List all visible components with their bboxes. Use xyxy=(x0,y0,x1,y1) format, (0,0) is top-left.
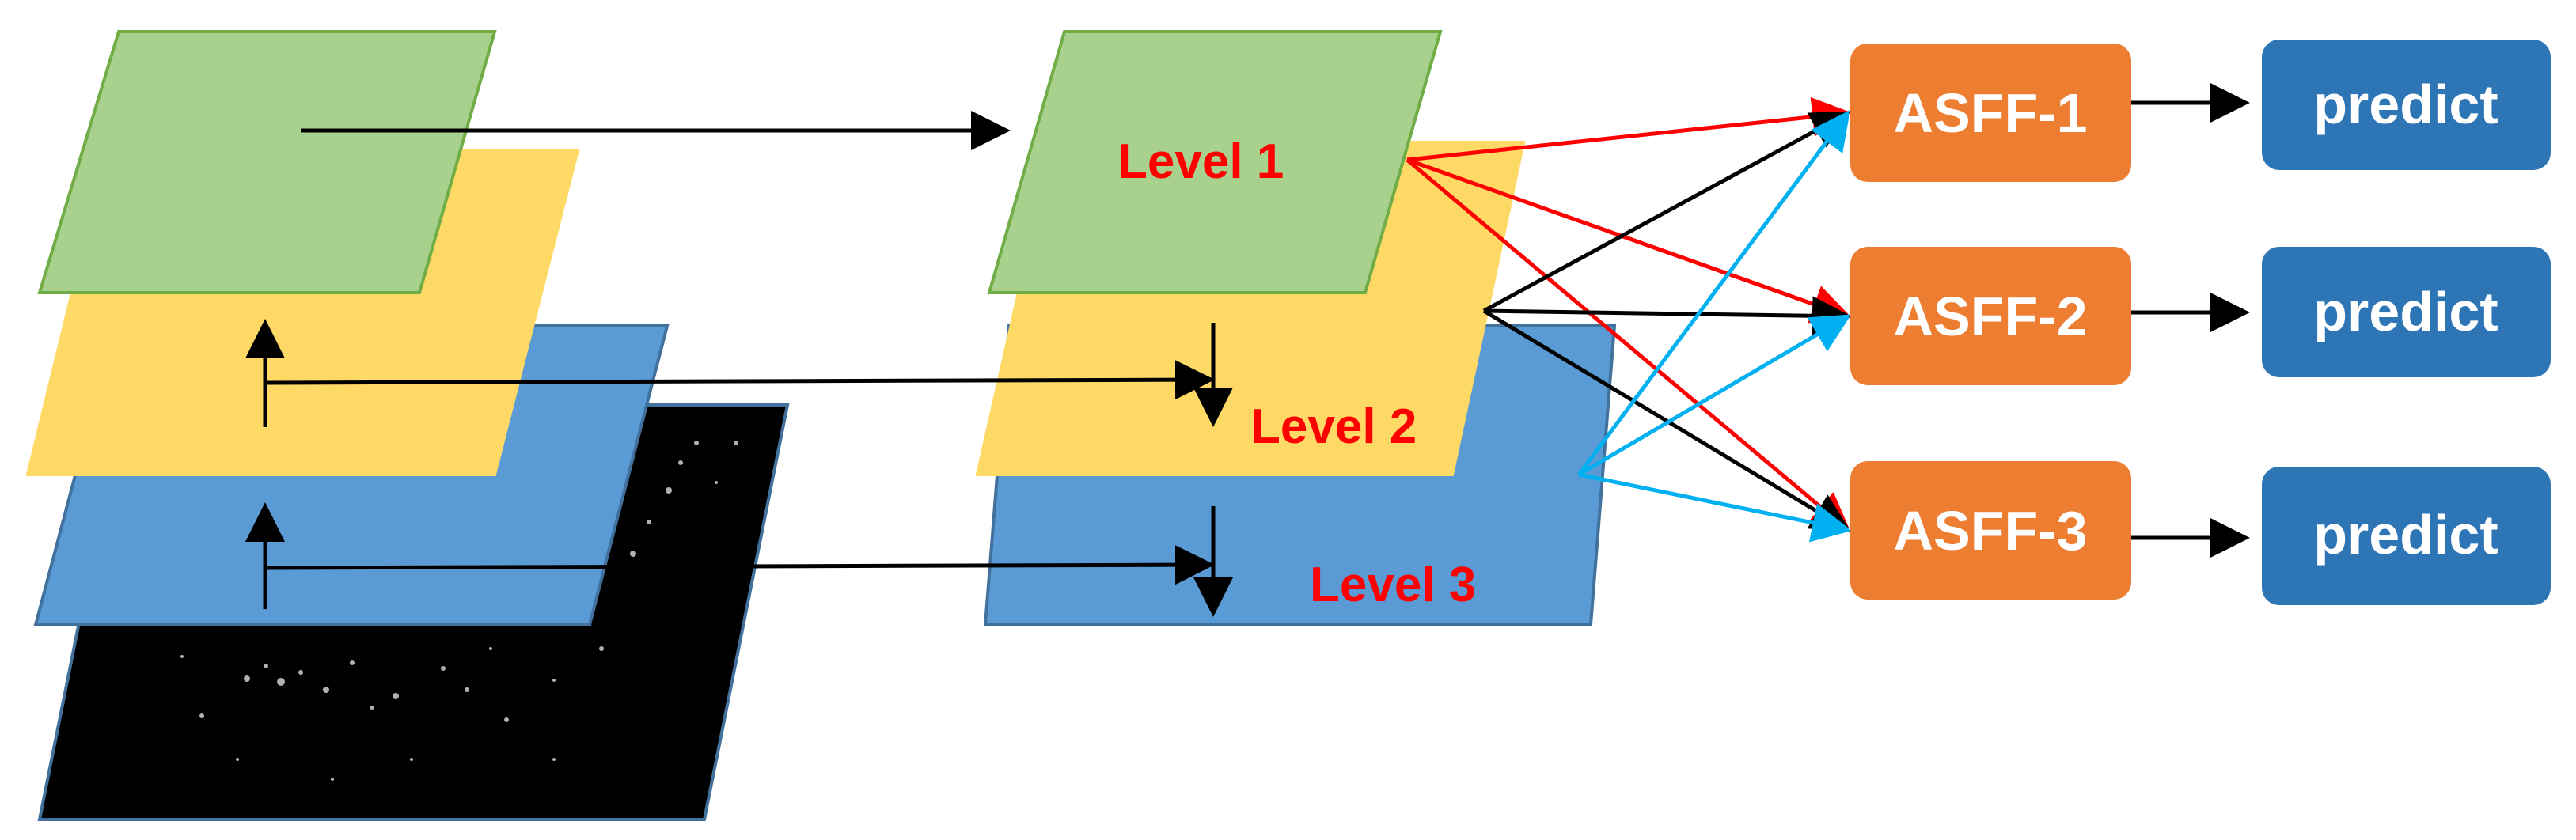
predict1-label: predict xyxy=(2313,74,2498,135)
level1-label: Level 1 xyxy=(1117,134,1284,189)
arrow-yellow-to-level2 xyxy=(264,360,1215,400)
arrow-l1-asff2 xyxy=(1406,157,1852,324)
level1-plane xyxy=(987,30,1443,294)
asff3-label: ASFF-3 xyxy=(1894,500,2088,562)
arrow-l3-asff2 xyxy=(1577,314,1852,477)
arrow-blue-to-level3 xyxy=(264,545,1215,585)
level2-label: Level 2 xyxy=(1250,399,1417,454)
asff2-box: ASFF-2 xyxy=(1850,247,2131,385)
predict2-label: predict xyxy=(2313,281,2498,342)
predict3-box: predict xyxy=(2262,467,2551,605)
predict3-label: predict xyxy=(2313,504,2498,566)
arrow-l2-asff3 xyxy=(1482,308,1852,532)
predict1-box: predict xyxy=(2262,40,2551,170)
arrow-l1-asff3 xyxy=(1406,158,1851,533)
asff1-box: ASFF-1 xyxy=(1850,44,2131,182)
predict2-box: predict xyxy=(2262,247,2551,377)
asff3-box: ASFF-3 xyxy=(1850,461,2131,600)
arrow-l3-asff1 xyxy=(1576,109,1850,476)
asff2-label: ASFF-2 xyxy=(1894,286,2088,347)
asff1-label: ASFF-1 xyxy=(1894,82,2088,144)
arrow-l2-asff2 xyxy=(1483,296,1852,336)
backbone-green-plane xyxy=(37,30,497,294)
arrow-l3-asff3 xyxy=(1578,472,1852,543)
level3-label: Level 3 xyxy=(1310,558,1476,612)
arrow-l2-asff1 xyxy=(1482,111,1852,313)
arrow-l1-asff1 xyxy=(1406,96,1852,162)
